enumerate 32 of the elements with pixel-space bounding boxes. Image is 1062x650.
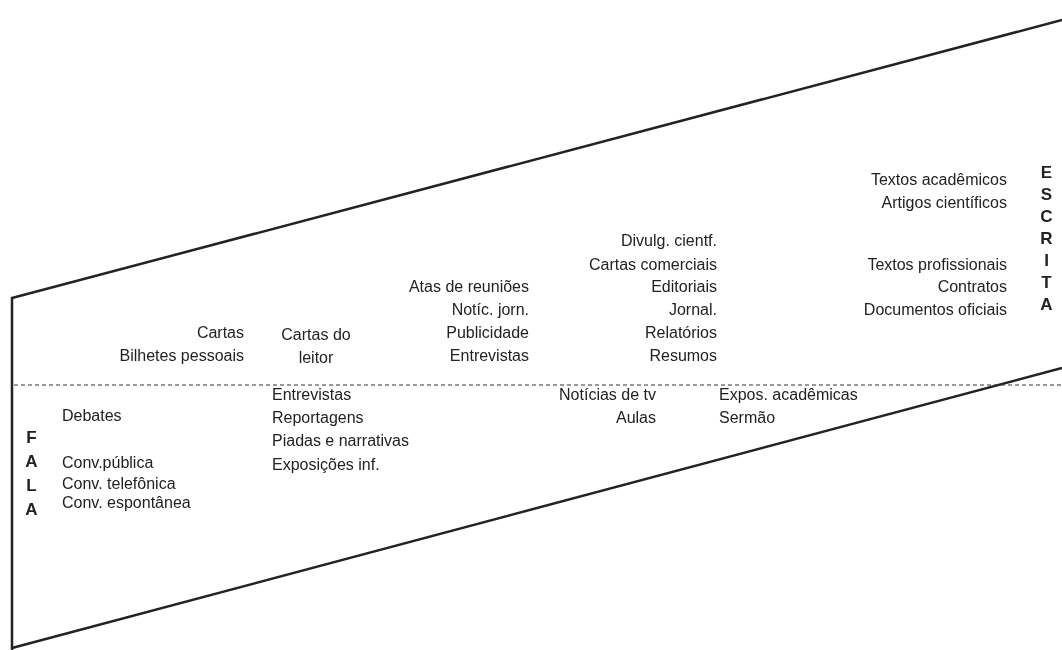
axis-label: ESCRITA: [1036, 163, 1056, 317]
genre-label: Expos. acadêmicas: [719, 385, 858, 405]
genre-label: Aulas: [615, 408, 656, 428]
genre-label: Bilhetes pessoais: [119, 346, 244, 366]
genre-label: Conv.pública: [62, 453, 154, 473]
genre-label: Conv. telefônica: [62, 474, 176, 494]
genre-label: Debates: [62, 406, 122, 426]
genre-label: Notícias de tv: [559, 385, 656, 405]
genre-label: Entrevistas: [449, 346, 529, 366]
genre-label: Resumos: [649, 346, 717, 366]
genre-label: Piadas e narrativas: [272, 431, 409, 451]
genre-label: Editoriais: [651, 277, 717, 297]
genre-label: Conv. espontânea: [62, 493, 191, 513]
axis-label: FALA: [21, 428, 41, 524]
genre-label: Documentos oficiais: [863, 300, 1007, 320]
genre-label: Textos profissionais: [867, 255, 1007, 275]
genre-label: Notíc. jorn.: [451, 300, 529, 320]
genre-label: Reportagens: [272, 408, 364, 428]
genre-label: Textos acadêmicos: [870, 170, 1007, 190]
genre-label: Exposições inf.: [272, 455, 380, 475]
genre-label: Relatórios: [644, 323, 717, 343]
genre-label: Artigos científicos: [881, 193, 1007, 213]
genre-label: Contratos: [937, 277, 1007, 297]
genre-label: Jornal.: [668, 300, 717, 320]
genre-label: Cartas do leitor: [280, 325, 352, 368]
genre-label: Atas de reuniões: [408, 277, 529, 297]
genre-label: Cartas: [196, 323, 244, 343]
genre-label: Cartas comerciais: [588, 255, 717, 275]
genre-label: Divulg. cientf.: [620, 231, 717, 251]
genre-label: Publicidade: [446, 323, 529, 343]
genre-label: Entrevistas: [272, 385, 352, 405]
genre-label: Sermão: [719, 408, 776, 428]
